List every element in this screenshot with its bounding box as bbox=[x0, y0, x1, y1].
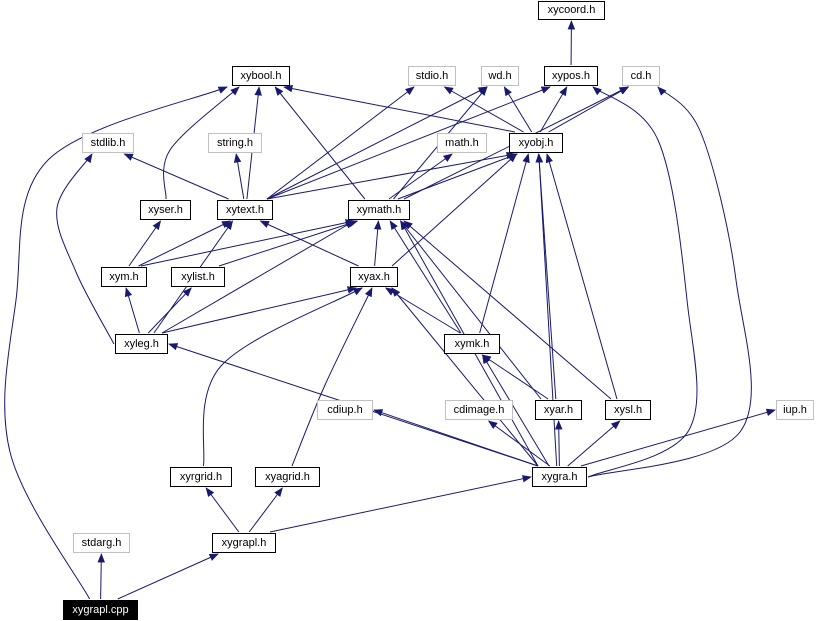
edge-xylist_h-xymath_h bbox=[218, 220, 359, 267]
node-xygrapl_cpp: xygrapl.cpp bbox=[63, 600, 138, 620]
edge-xysl_h-xyobj_h bbox=[545, 153, 618, 400]
node-xymath_h[interactable]: xymath.h bbox=[348, 200, 410, 220]
node-xyrgrid_h[interactable]: xyrgrid.h bbox=[170, 467, 232, 487]
edge-xygra_h-xypos_h bbox=[587, 86, 698, 478]
edge-xyleg_h-xym_h bbox=[124, 287, 140, 334]
edge-xymath_h-xyobj_h bbox=[397, 153, 519, 200]
edge-xyobj_h-stdio_h bbox=[443, 86, 524, 133]
edge-xyobj_h-xypos_h bbox=[539, 86, 568, 133]
node-stdarg_h: stdarg.h bbox=[73, 533, 130, 553]
edge-xygrapl_h-xyrgrid_h bbox=[205, 487, 240, 533]
edge-xyobj_h-wd_h bbox=[503, 86, 533, 133]
node-wd_h: wd.h bbox=[481, 66, 519, 86]
node-xybool_h[interactable]: xybool.h bbox=[232, 66, 290, 86]
edge-xym_h-xymath_h bbox=[140, 219, 355, 267]
edge-xytext_h-wd_h bbox=[266, 86, 488, 200]
edge-xym_h-xytext_h bbox=[138, 220, 232, 267]
node-xyleg_h[interactable]: xyleg.h bbox=[115, 334, 168, 354]
node-math_h: math.h bbox=[437, 133, 487, 153]
edge-xyagrid_h-xyax_h bbox=[291, 287, 373, 467]
node-stdio_h: stdio.h bbox=[408, 66, 456, 86]
edge-xygra_h-iup_h bbox=[580, 408, 776, 467]
edge-xymk_h-xymath_h bbox=[389, 220, 462, 334]
edge-xytext_h-string_h bbox=[233, 153, 245, 200]
edge-xysl_h-xymath_h bbox=[403, 220, 612, 400]
edge-xygrapl_cpp-stdarg_h bbox=[97, 553, 105, 600]
edge-xygra_h-xysl_h bbox=[567, 420, 621, 467]
edge-xyax_h-xyobj_h bbox=[391, 153, 518, 267]
edge-xygrapl_cpp-xygrapl_h bbox=[117, 553, 219, 600]
edge-xygrapl_h-xyagrid_h bbox=[248, 487, 283, 533]
edge-xyax_h-xytext_h bbox=[259, 220, 359, 267]
edge-xyobj_h-xybool_h bbox=[283, 84, 516, 133]
node-xyobj_h[interactable]: xyobj.h bbox=[509, 133, 563, 153]
node-string_h: string.h bbox=[208, 133, 262, 153]
node-cdiup_h: cdiup.h bbox=[317, 400, 373, 420]
node-xylist_h[interactable]: xylist.h bbox=[171, 267, 225, 287]
node-xypos_h[interactable]: xypos.h bbox=[544, 66, 598, 86]
node-xycoord_h[interactable]: xycoord.h bbox=[538, 1, 605, 20]
edge-xyleg_h-stdlib_h bbox=[56, 153, 115, 345]
edge-xygra_h-cdiup_h bbox=[373, 409, 539, 467]
node-xygra_h[interactable]: xygra.h bbox=[532, 467, 587, 487]
node-xygrapl_h[interactable]: xygrapl.h bbox=[212, 533, 276, 553]
edge-xyleg_h-xyax_h bbox=[161, 286, 357, 334]
node-xyagrid_h[interactable]: xyagrid.h bbox=[255, 467, 320, 487]
edge-xymk_h-xyobj_h bbox=[479, 153, 530, 334]
edge-xymath_h-math_h bbox=[388, 153, 453, 200]
node-xyar_h[interactable]: xyar.h bbox=[535, 400, 582, 420]
edge-xytext_h-stdio_h bbox=[266, 86, 415, 200]
edge-xygra_h-cd_h bbox=[587, 86, 752, 478]
edge-xytext_h-xypos_h bbox=[266, 86, 551, 200]
node-xytext_h[interactable]: xytext.h bbox=[217, 200, 273, 220]
edge-xygra_h-xymk_h bbox=[482, 354, 550, 467]
edge-xygra_h-xyar_h bbox=[555, 420, 563, 467]
edge-xyser_h-xybool_h bbox=[163, 86, 240, 200]
node-stdlib_h: stdlib.h bbox=[82, 133, 134, 153]
edge-xygra_h-xyax_h bbox=[391, 287, 539, 467]
edge-xyax_h-xymath_h bbox=[373, 220, 382, 267]
edge-xyleg_h-xymath_h bbox=[161, 220, 355, 334]
node-cd_h: cd.h bbox=[622, 66, 660, 86]
edge-xyrgrid_h-xyax_h bbox=[202, 287, 363, 467]
node-xyser_h[interactable]: xyser.h bbox=[140, 200, 191, 220]
node-xysl_h[interactable]: xysl.h bbox=[605, 400, 651, 420]
edge-xygrapl_h-xygra_h bbox=[269, 475, 532, 533]
edge-xyar_h-xymath_h bbox=[399, 220, 542, 400]
edge-xytext_h-xyobj_h bbox=[266, 151, 516, 200]
node-xymk_h[interactable]: xymk.h bbox=[444, 334, 500, 354]
edge-xymath_h-xybool_h bbox=[274, 86, 366, 200]
node-iup_h: iup.h bbox=[776, 400, 814, 420]
edge-xygrapl_cpp-xybool_h bbox=[4, 86, 228, 600]
node-cdimage_h: cdimage.h bbox=[445, 400, 513, 420]
edge-xyobj_h-cd_h bbox=[548, 86, 630, 133]
edge-xytext_h-stdlib_h bbox=[123, 153, 229, 200]
node-xym_h[interactable]: xym.h bbox=[101, 267, 147, 287]
node-xyax_h[interactable]: xyax.h bbox=[350, 267, 398, 287]
edge-xyar_h-xymk_h bbox=[481, 354, 549, 400]
edge-xym_h-xyser_h bbox=[128, 220, 162, 267]
